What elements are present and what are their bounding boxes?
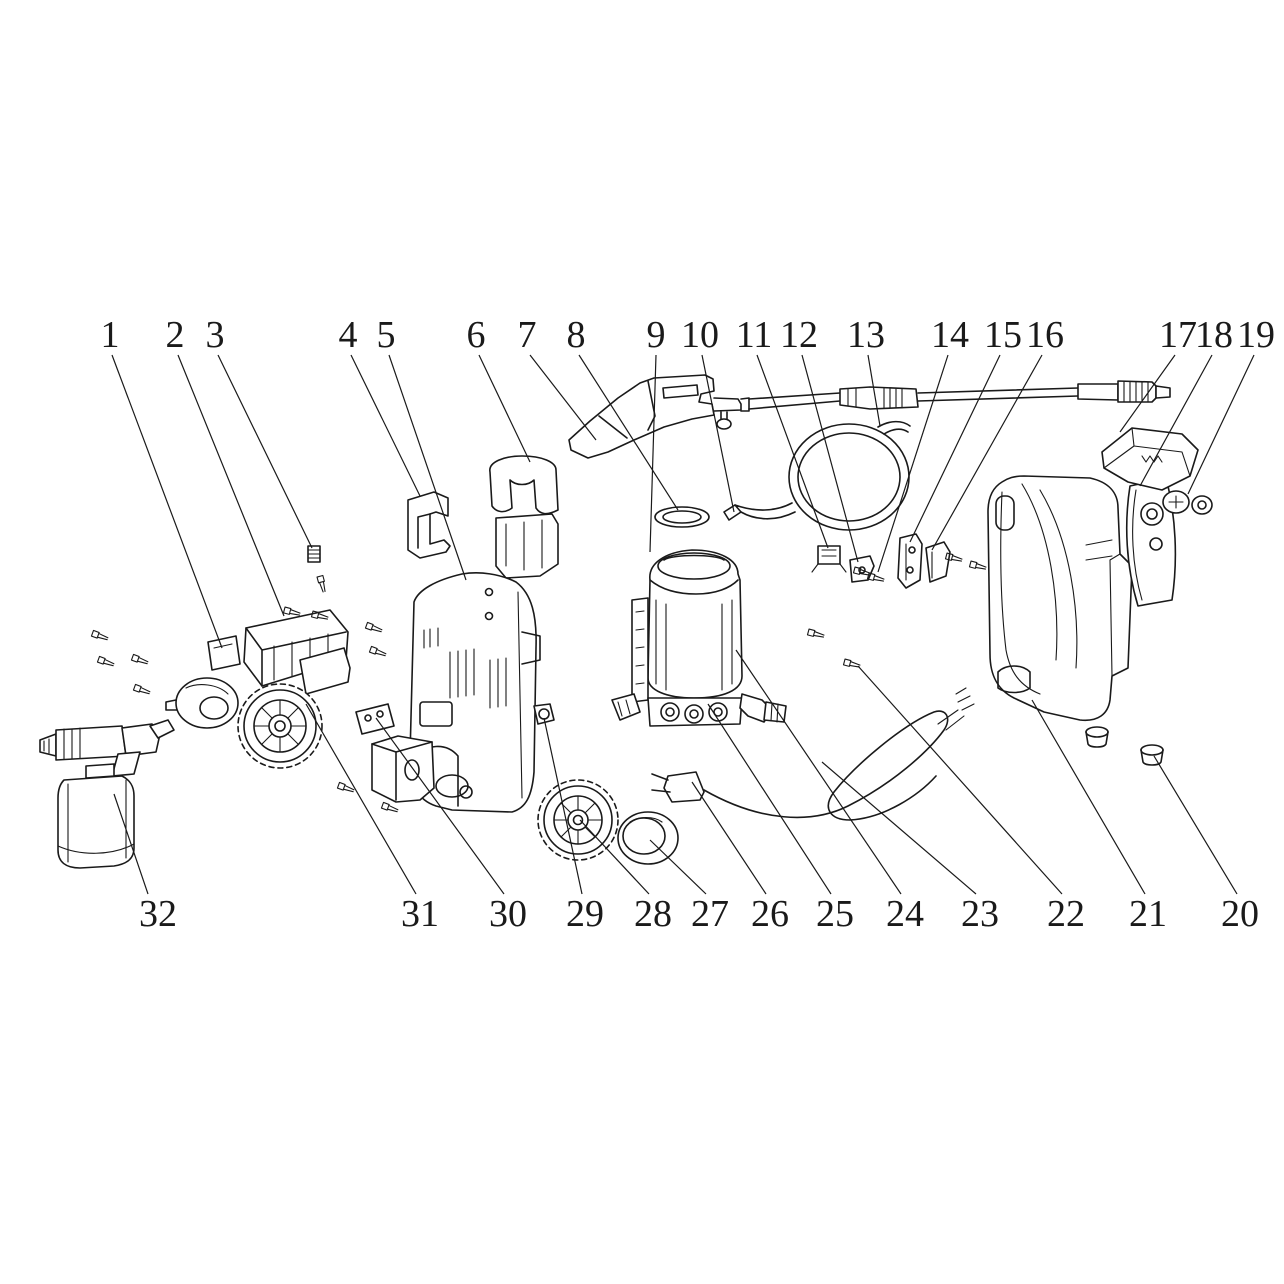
accessory-holder-icon [489,455,559,579]
callout-number-5: 5 [377,314,396,356]
leader-line-29 [543,717,583,895]
callout-number-15: 15 [984,314,1022,356]
leader-line-3 [217,354,313,549]
callout-number-24: 24 [886,893,924,935]
rubber-foot-right-icon [1140,744,1164,766]
top-cover-icon [1101,427,1199,491]
callout-number-6: 6 [467,314,486,356]
leader-line-13 [867,354,881,427]
round-cap-icon [165,677,239,729]
leader-line-28 [579,819,650,895]
spray-gun-icon [568,374,750,459]
foam-cannon-icon [39,719,175,869]
knob-icons [1162,490,1213,515]
holder-clip-icon [407,491,451,559]
hub-cap-icon [617,811,679,865]
small-bracket-icon [849,555,875,583]
leader-line-5 [388,354,467,581]
leader-line-10 [701,354,735,513]
leader-line-1 [111,354,223,649]
leader-line-4 [350,354,421,497]
callout-number-12: 12 [780,314,818,356]
leader-line-6 [478,354,531,463]
callout-number-26: 26 [751,893,789,935]
inlet-fitting-icon [533,703,555,725]
callout-number-10: 10 [681,314,719,356]
callout-number-8: 8 [567,314,586,356]
callout-number-20: 20 [1221,893,1259,935]
callout-number-16: 16 [1026,314,1064,356]
leader-line-27 [649,839,707,895]
hose-coil-icon [723,420,911,531]
callout-number-18: 18 [1195,314,1233,356]
leader-line-31 [305,703,417,895]
callout-number-2: 2 [166,314,185,356]
leader-line-32 [113,793,149,895]
callout-number-21: 21 [1129,893,1167,935]
callout-number-31: 31 [401,893,439,935]
callout-number-27: 27 [691,893,729,935]
callout-number-19: 19 [1237,314,1275,356]
leader-line-7 [529,354,597,441]
leader-line-8 [578,354,679,511]
leader-line-11 [756,354,829,549]
callout-number-13: 13 [847,314,885,356]
leader-line-24 [735,649,902,895]
clamp-ring-icon [654,506,710,528]
lance-icon [748,380,1171,410]
callout-number-7: 7 [518,314,537,356]
callout-number-32: 32 [139,893,177,935]
tank-bracket-icon [243,609,351,695]
callout-number-9: 9 [647,314,666,356]
callout-number-28: 28 [634,893,672,935]
leader-line-9 [649,354,657,553]
leader-line-26 [691,781,767,895]
body-shell-icon [987,475,1133,722]
leader-line-15 [909,354,1001,543]
motor-pump-icon [611,549,787,727]
callout-number-14: 14 [931,314,969,356]
callout-number-25: 25 [816,893,854,935]
spring-icon [307,545,321,563]
callout-number-3: 3 [206,314,225,356]
leader-line-16 [931,354,1043,551]
callout-number-11: 11 [736,314,773,356]
micro-switch-icon [811,545,847,573]
leader-line-2 [177,354,285,617]
leader-line-17 [1119,354,1176,433]
leader-line-20 [1153,755,1238,895]
leader-line-21 [1031,699,1146,895]
foot-bracket-icon [371,735,435,803]
callout-number-30: 30 [489,893,527,935]
leader-line-23 [821,761,977,895]
leader-line-30 [375,717,505,895]
power-cord-icon [651,687,975,821]
leader-line-14 [877,354,949,573]
screw-icons [90,552,987,813]
cover-plate-icon [355,703,395,735]
callout-number-1: 1 [101,314,120,356]
callout-number-4: 4 [339,314,358,356]
angle-bracket-icon [925,541,951,583]
leader-line-25 [707,703,832,895]
wheel-left-icon [237,683,323,769]
plate-icon [207,635,241,671]
mount-bracket-icon [897,533,923,589]
leader-line-22 [857,665,1063,895]
leader-line-18 [1139,354,1213,487]
callout-number-22: 22 [1047,893,1085,935]
leader-line-12 [801,354,859,563]
rubber-foot-left-icon [1085,726,1109,748]
leader-line-19 [1187,354,1255,495]
callout-number-17: 17 [1159,314,1197,356]
callout-number-29: 29 [566,893,604,935]
callout-number-23: 23 [961,893,999,935]
